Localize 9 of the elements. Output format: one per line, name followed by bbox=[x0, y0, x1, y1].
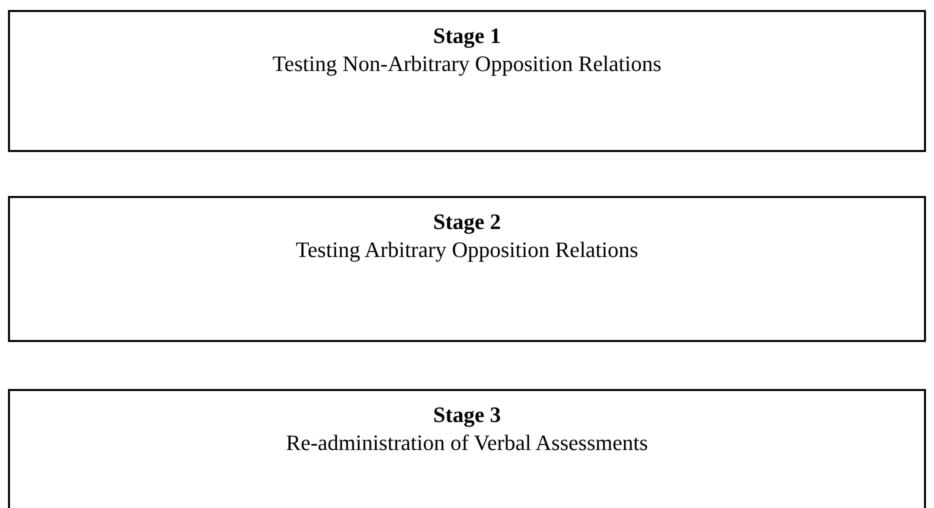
stage-heading: Stage 2 bbox=[433, 208, 501, 236]
stage-description: Testing Arbitrary Opposition Relations bbox=[296, 236, 638, 264]
stage-heading: Stage 3 bbox=[433, 401, 501, 429]
stage-description: Re-administration of Verbal Assessments bbox=[286, 429, 648, 457]
stage-heading: Stage 1 bbox=[433, 22, 501, 50]
stage-box bbox=[8, 10, 926, 152]
stage-box bbox=[8, 389, 926, 508]
stage-description: Testing Non-Arbitrary Opposition Relations bbox=[272, 50, 662, 78]
stage-box bbox=[8, 196, 926, 342]
